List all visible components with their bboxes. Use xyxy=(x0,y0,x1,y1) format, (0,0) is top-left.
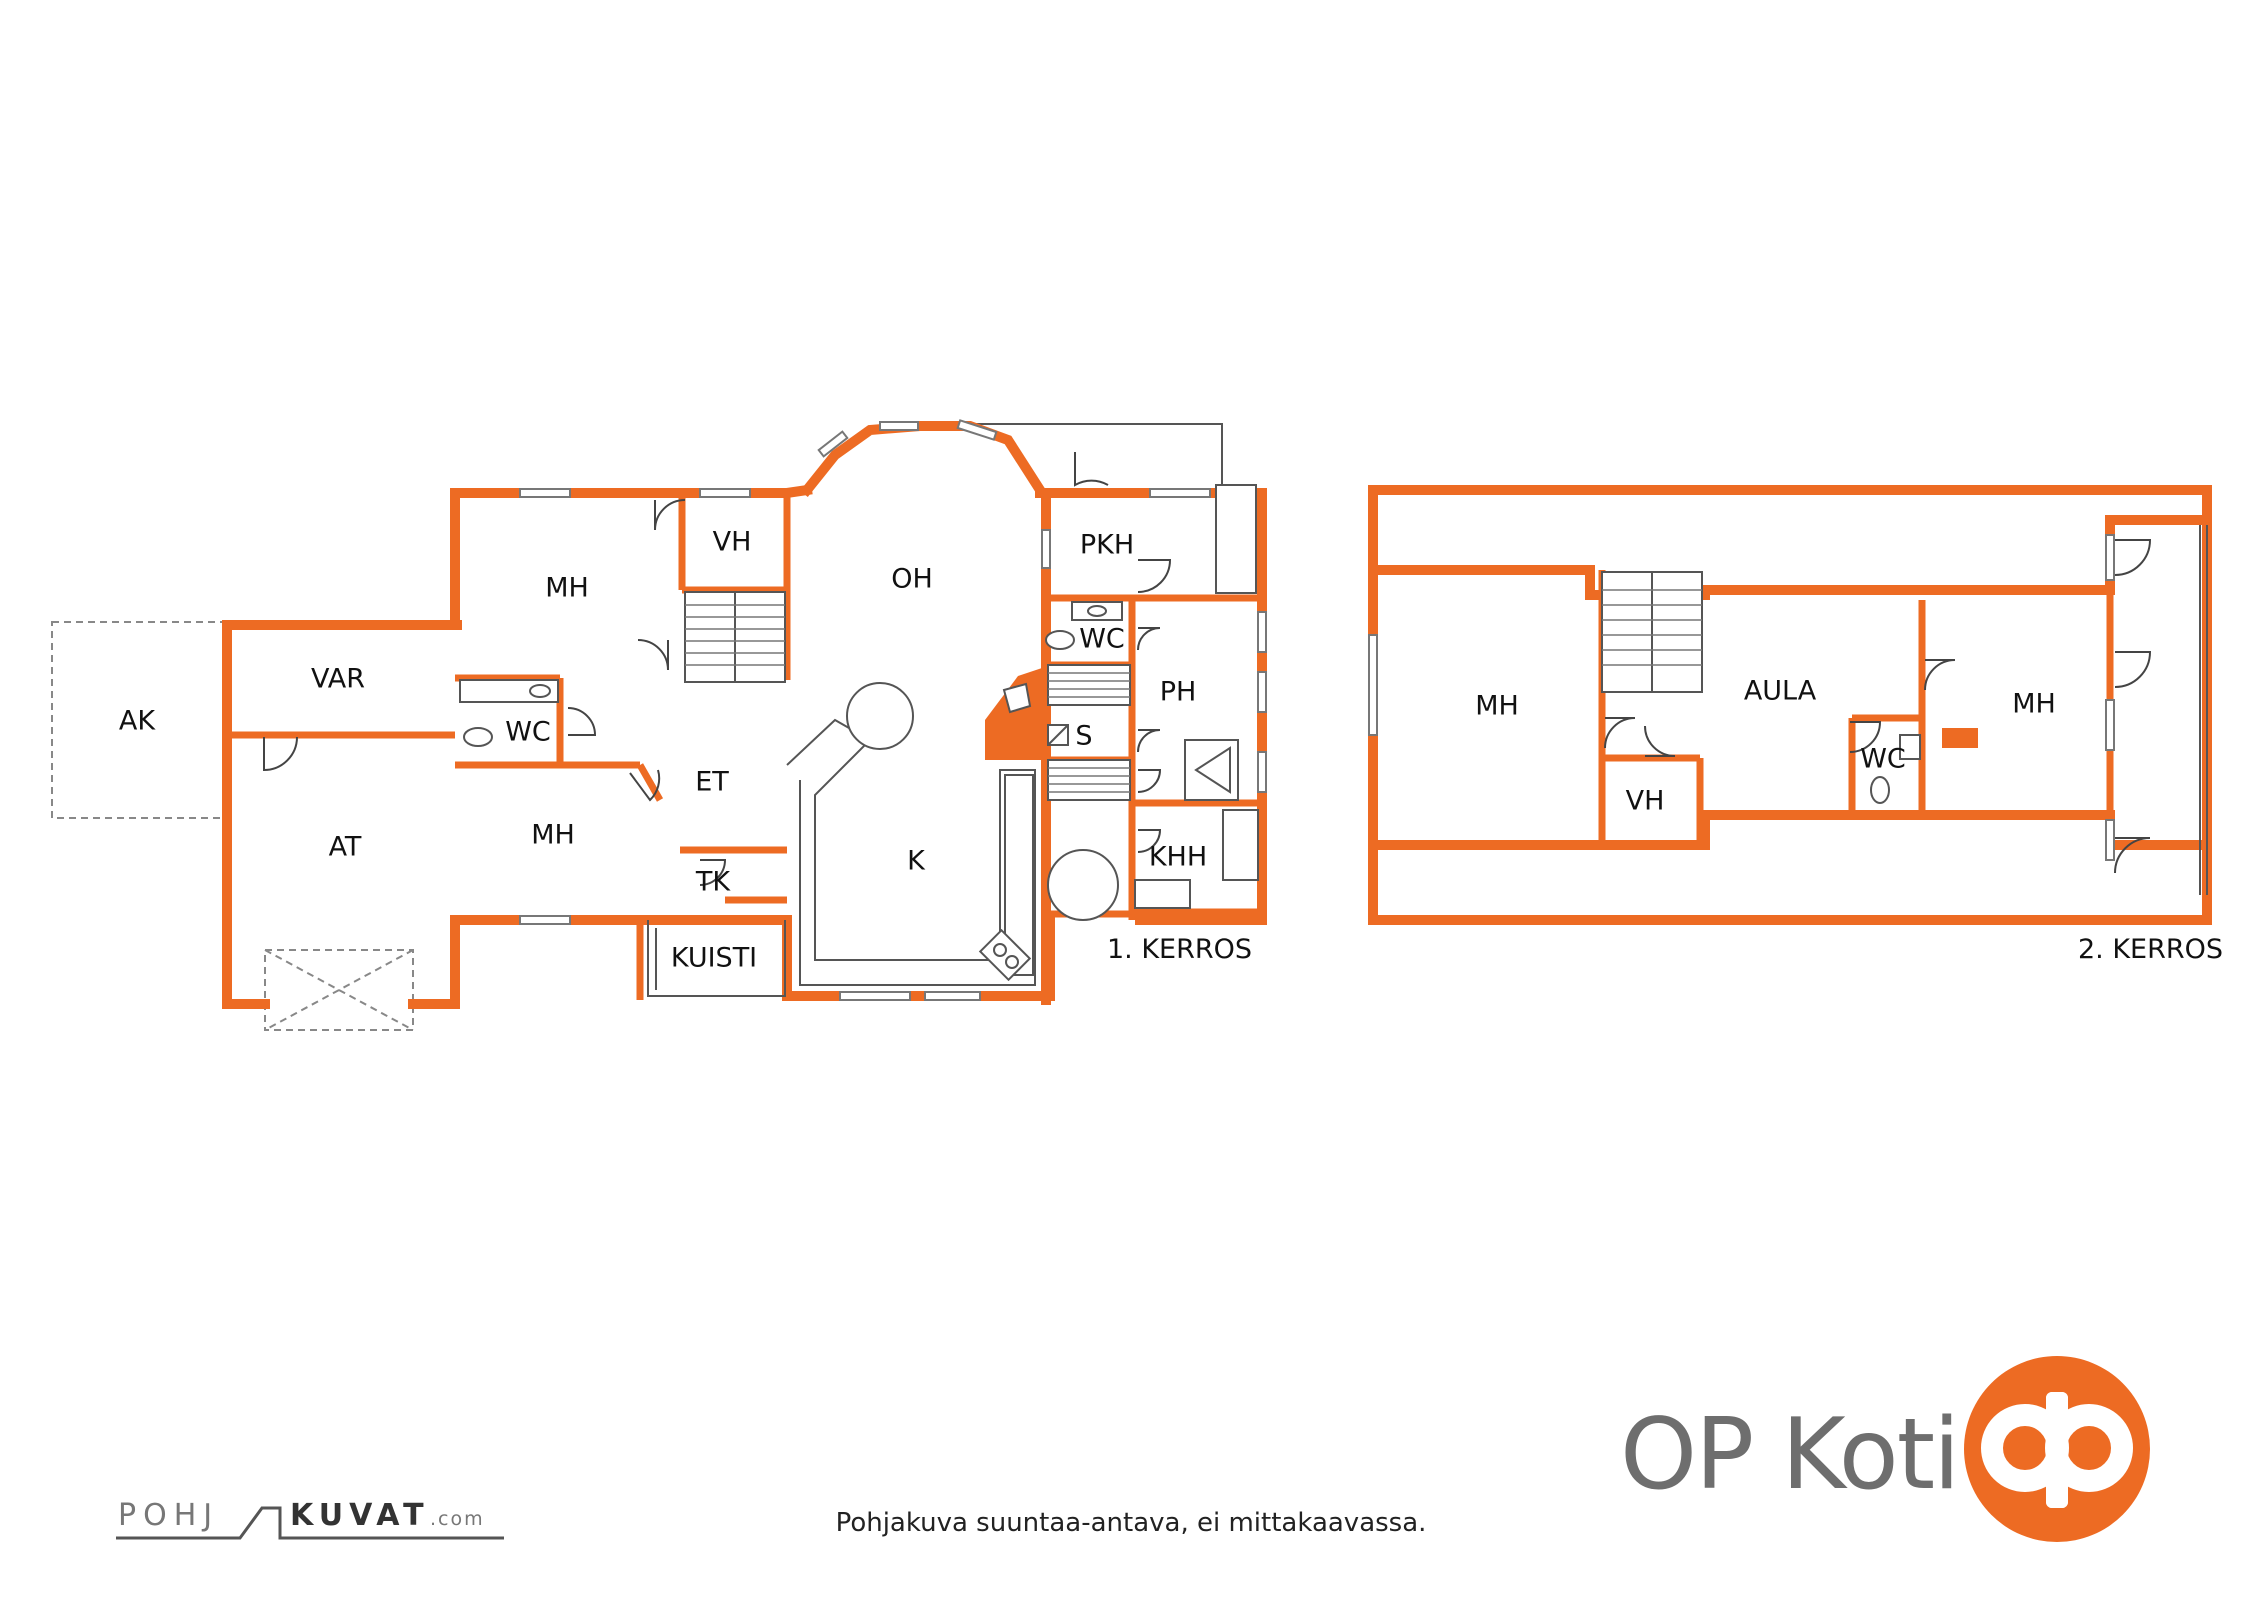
room-wc-floor2-label: WC xyxy=(1860,744,1906,775)
garage-door-area xyxy=(264,949,414,1031)
op-logo-icon xyxy=(1964,1356,2150,1542)
room-mh-left-label: MH xyxy=(1475,691,1519,722)
room-tk-label: TK xyxy=(695,867,731,898)
terrace-outline xyxy=(955,423,1223,493)
disclaimer-text: Pohjakuva suuntaa-antava, ei mittakaavas… xyxy=(835,1508,1427,1538)
doors-floor-1 xyxy=(263,452,1172,886)
credit-text-2: KUVAT xyxy=(290,1498,430,1533)
room-vh-label: VH xyxy=(713,527,752,558)
doors-floor-2 xyxy=(1604,539,2152,874)
room-et-label: ET xyxy=(695,767,729,798)
room-vh-floor2-label: VH xyxy=(1626,786,1665,817)
room-wc-left-label: WC xyxy=(505,717,551,748)
room-ph-label: PH xyxy=(1160,677,1197,708)
room-kuisti-label: KUISTI xyxy=(671,943,757,974)
room-at-label: AT xyxy=(329,832,362,863)
sauna-benches xyxy=(1047,664,1131,801)
kuisti-outline xyxy=(647,920,786,997)
room-aula-label: AULA xyxy=(1744,676,1817,707)
room-wc-right-label: WC xyxy=(1079,624,1125,655)
brand-name: OP Koti xyxy=(1620,1398,1960,1512)
interior-walls-floor-1 xyxy=(227,493,1262,1000)
credit-underline xyxy=(116,1506,504,1540)
floor-1-label: 1. KERROS xyxy=(1107,934,1252,965)
room-mh-bottom-label: MH xyxy=(531,820,575,851)
room-mh-right-label: MH xyxy=(2012,689,2056,720)
room-k-label: K xyxy=(907,846,926,877)
floor-2-label: 2. KERROS xyxy=(2078,934,2223,965)
room-oh-label: OH xyxy=(891,564,933,595)
room-var-label: VAR xyxy=(311,664,365,695)
floor-1-plan xyxy=(51,419,1267,1031)
windows-floor-1 xyxy=(519,419,1267,1001)
fireplace-icon xyxy=(985,668,1042,760)
credit-text-3: .com xyxy=(430,1508,485,1530)
room-ak-label: AK xyxy=(119,706,156,737)
room-khh-label: KHH xyxy=(1149,842,1207,873)
credit-text-1: POHJ xyxy=(118,1498,220,1533)
room-mh-top-label: MH xyxy=(545,573,589,604)
room-s-label: S xyxy=(1075,721,1092,752)
washing-machine xyxy=(1047,849,1119,921)
stove-icon xyxy=(978,928,1032,982)
staircase-icon xyxy=(1601,571,1703,693)
pohjakuvat-credit: POHJ KUVAT .com xyxy=(112,1498,532,1548)
chimney xyxy=(1942,728,1978,748)
toilet-icon xyxy=(463,727,493,747)
staircase-icon xyxy=(684,591,786,683)
room-pkh-label: PKH xyxy=(1080,530,1134,561)
floor-2-plan xyxy=(1368,485,2212,925)
